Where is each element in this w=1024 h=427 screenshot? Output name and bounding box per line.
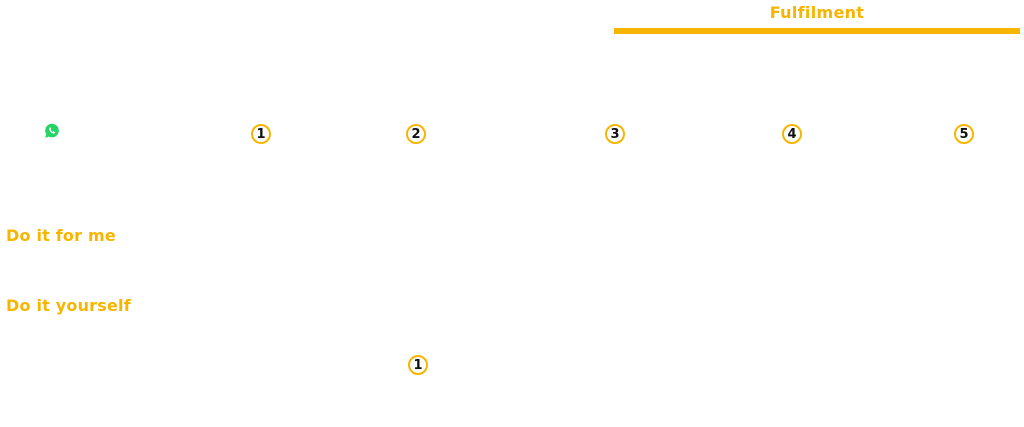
do-it-for-me-heading: Do it for me bbox=[6, 226, 116, 245]
step-2-badge: 2 bbox=[406, 124, 426, 144]
step-4-badge: 4 bbox=[782, 124, 802, 144]
step-3-badge: 3 bbox=[605, 124, 625, 144]
tab-fulfilment[interactable]: Fulfilment bbox=[614, 0, 1020, 35]
diy-step-1-badge: 1 bbox=[408, 355, 428, 375]
tab-active-indicator bbox=[614, 28, 1020, 34]
step-1-badge: 1 bbox=[251, 124, 271, 144]
whatsapp-icon[interactable] bbox=[44, 123, 60, 139]
tab-fulfilment-label: Fulfilment bbox=[769, 3, 865, 22]
do-it-yourself-heading: Do it yourself bbox=[6, 296, 131, 315]
step-5-badge: 5 bbox=[954, 124, 974, 144]
